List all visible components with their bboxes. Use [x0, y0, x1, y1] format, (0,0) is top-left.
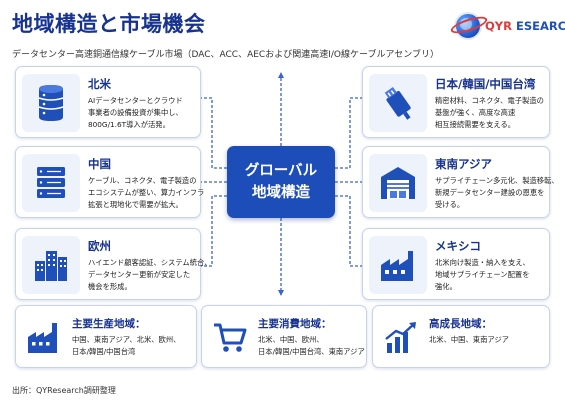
- summary-title: 高成長地域：: [429, 318, 492, 330]
- center-label-line2: 地域構造: [252, 185, 310, 201]
- center-label-line1: グローバル: [244, 163, 318, 179]
- region-card-mexico: メキシコ 北米向け製造・納入を支え、 地域サプライチェーン配置を 強化。: [362, 228, 550, 300]
- region-card-southeast-asia: 東南アジア サプライチェーン多元化、製造移転、 新規データセンター建設の恩恵を …: [362, 146, 559, 218]
- warehouse-icon: [381, 167, 415, 199]
- shopping-cart-icon: [214, 323, 247, 352]
- page-subtitle: データセンター高速銅通信線ケーブル市場（DAC、ACC、AECおよび関連高速I/…: [12, 50, 439, 60]
- summary-title: 主要生産地域：: [72, 318, 146, 330]
- region-description: 精密材料、コネクタ、電子製造の 基盤が強く、高度な高速 相互接続需要を支える。: [435, 96, 544, 129]
- growth-chart-icon: [385, 322, 416, 353]
- factory-icon: [28, 323, 57, 353]
- source-note: 出所：QYResearch調研整理: [12, 386, 116, 395]
- summary-description: 北米、中国、東南アジア: [429, 335, 509, 344]
- region-title: 北米: [88, 77, 111, 91]
- region-description: サプライチェーン多元化、製造移転、 新規データセンター建設の恩恵を 受ける。: [435, 176, 559, 209]
- server-rack-icon: [37, 167, 65, 198]
- summary-description: 北米、中国、欧州、 日本/韓国/中国台湾、東南アジア: [258, 335, 365, 356]
- page-title: 地域構造と市場機会: [12, 12, 206, 36]
- region-title: メキシコ: [435, 239, 481, 253]
- region-description: ケーブル、コネクタ、電子製造の エコシステムが整い、算力インフラ 拡張と現地化で…: [88, 176, 205, 209]
- server-icon: [38, 85, 64, 121]
- city-buildings-icon: [35, 251, 67, 281]
- region-title: 日本/韓国/中国台湾: [435, 77, 536, 91]
- region-card-europe: 欧州 ハイエンド顧客認証、システム統合、 データセンター更新が安定した 機会を形…: [15, 228, 212, 300]
- summary-description: 中国、東南アジア、北米、欧州、 日本/韓国/中国台湾: [72, 335, 181, 356]
- summary-card-consumption: 主要消費地域： 北米、中国、欧州、 日本/韓国/中国台湾、東南アジア: [201, 305, 367, 368]
- summary-title: 主要消費地域：: [258, 318, 332, 330]
- globe-logo-icon: [454, 12, 482, 40]
- summary-card-growth: 高成長地域： 北米、中国、東南アジア: [372, 305, 550, 368]
- region-card-north-america: 北米 AIデータセンターとクラウド 事業者の設備投資が集中し、 800G/1.6…: [15, 66, 201, 138]
- region-title: 東南アジア: [435, 157, 493, 171]
- global-structure-center: グローバル 地域構造: [227, 146, 335, 218]
- region-description: ハイエンド顧客認証、システム統合、 データセンター更新が安定した 機会を形成。: [88, 258, 212, 291]
- region-description: AIデータセンターとクラウド 事業者の設備投資が集中し、 800G/1.6T導入…: [88, 96, 183, 129]
- cable-connector-icon: [384, 87, 411, 120]
- region-card-japan-korea-taiwan: 日本/韓国/中国台湾 精密材料、コネクタ、電子製造の 基盤が強く、高度な高速 相…: [362, 66, 550, 138]
- region-card-china: 中国 ケーブル、コネクタ、電子製造の エコシステムが整い、算力インフラ 拡張と現…: [15, 146, 205, 218]
- region-description: 北米向け製造・納入を支え、 地域サプライチェーン配置を 強化。: [435, 258, 530, 291]
- region-title: 欧州: [88, 239, 111, 253]
- logo-text: QYR ESEARCH: [485, 19, 565, 33]
- region-title: 中国: [88, 157, 111, 171]
- qyresearch-logo: QYR ESEARCH: [449, 10, 565, 44]
- factory-icon: [381, 251, 413, 281]
- summary-card-production: 主要生産地域： 中国、東南アジア、北米、欧州、 日本/韓国/中国台湾: [15, 305, 197, 368]
